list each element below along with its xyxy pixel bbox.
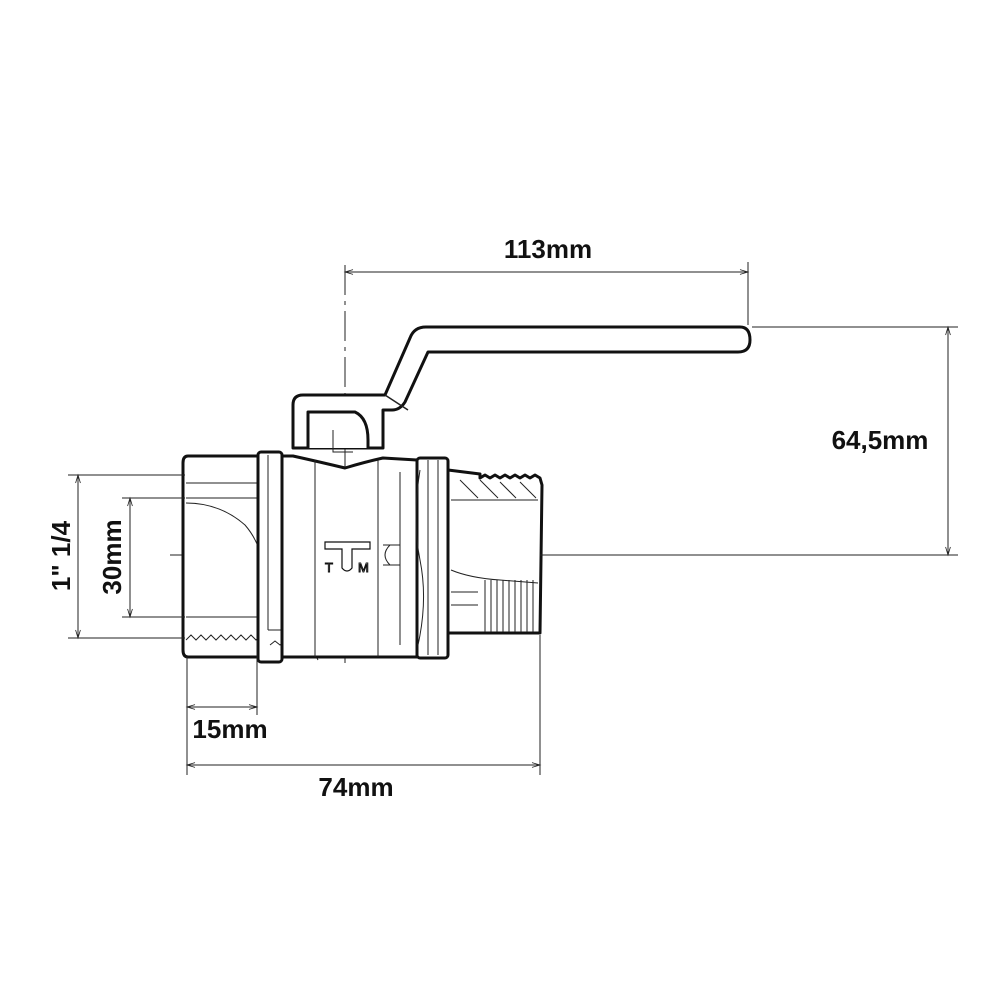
- tm-logo: T M: [324, 541, 371, 576]
- dimension-total-length: 74mm: [185, 635, 542, 802]
- thread-size-label: 1" 1/4: [46, 520, 76, 591]
- dimension-bore: 30mm: [97, 496, 185, 619]
- bore-label: 30mm: [97, 519, 127, 594]
- handle-length-label: 113mm: [504, 234, 592, 264]
- valve-handle: [291, 325, 752, 453]
- logo-letter-t: T: [325, 560, 333, 575]
- height-label: 64,5mm: [832, 425, 929, 455]
- union-nut: [415, 456, 450, 660]
- dimension-thread-size: 1" 1/4: [46, 473, 185, 640]
- male-thread: [446, 468, 544, 635]
- dimension-thread-depth: 15mm: [185, 640, 268, 775]
- logo-letter-m: M: [358, 560, 369, 575]
- dimension-height: 64,5mm: [540, 325, 958, 557]
- dimension-handle-length: 113mm: [343, 234, 750, 325]
- total-length-label: 74mm: [318, 772, 393, 802]
- thread-depth-label: 15mm: [192, 714, 267, 744]
